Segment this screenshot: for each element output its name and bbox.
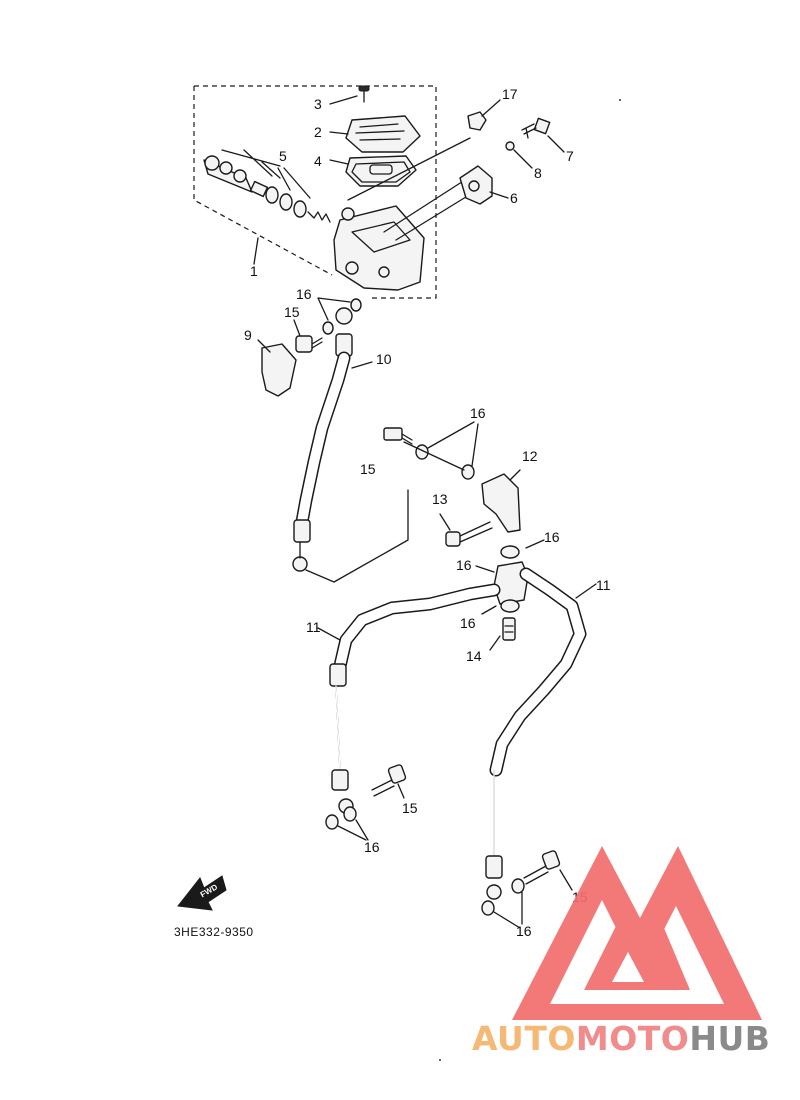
callout-16-left-caliper: 16: [364, 839, 380, 855]
callout-16-joint-top: 16: [470, 405, 486, 421]
callout-16-tee-bottom: 16: [460, 615, 476, 631]
watermark-moto: MOTO: [576, 1019, 689, 1058]
brake-joint-assembly: [383, 421, 545, 651]
callout-15-upper: 15: [284, 304, 300, 320]
cap-bolt-part: [467, 111, 487, 131]
callout-15-joint: 15: [360, 461, 376, 477]
callout-16-tee-left: 16: [456, 557, 472, 573]
callout-12: 12: [522, 448, 538, 464]
callout-6: 6: [510, 190, 518, 206]
lower-brake-hoses: [317, 567, 597, 900]
callout-2: 2: [314, 124, 322, 140]
callout-9: 9: [244, 327, 252, 343]
callout-11-right: 11: [596, 577, 611, 593]
watermark-wordmark: AUTOMOTOHUB: [472, 1019, 770, 1058]
callout-13: 13: [432, 491, 448, 507]
callout-1: 1: [250, 263, 258, 279]
hose-guide-part: [261, 343, 297, 397]
left-caliper-fittings: [325, 764, 407, 841]
screw-part: [358, 85, 370, 103]
master-cylinder-assembly: [193, 85, 565, 299]
callout-17: 17: [502, 86, 518, 102]
callout-16-right-caliper: 16: [516, 923, 532, 939]
callout-3: 3: [314, 96, 322, 112]
reservoir-cap-part: [345, 115, 421, 153]
callout-4: 4: [314, 153, 322, 169]
callout-11-left: 11: [306, 619, 321, 635]
callout-10: 10: [376, 351, 392, 367]
svg-text:AUTOMOTOHUB: AUTOMOTOHUB: [472, 1019, 770, 1058]
callout-15-left-caliper: 15: [402, 800, 418, 816]
callout-14: 14: [466, 648, 482, 664]
callout-labels: 1 2 3 4 5 6 7 8 9 10 11 11 12 13 14 15 1…: [244, 86, 611, 939]
callout-8: 8: [534, 165, 542, 181]
forward-arrow-icon: FWD: [177, 875, 227, 911]
washer-part: [505, 141, 515, 151]
callout-16-tee-right: 16: [544, 529, 560, 545]
callout-7: 7: [566, 148, 574, 164]
callout-5: 5: [279, 148, 287, 164]
upper-brake-hose: [292, 297, 409, 583]
clamp-bolt-part: [521, 117, 551, 139]
callout-16-upper: 16: [296, 286, 312, 302]
piston-kit-part: [203, 155, 331, 223]
part-code: 3HE332-9350: [174, 925, 254, 939]
watermark-hub: HUB: [689, 1019, 770, 1058]
right-caliper-fittings: [481, 850, 573, 929]
watermark-auto: AUTO: [472, 1019, 576, 1058]
master-cylinder-body-part: [333, 177, 475, 291]
automotohub-logo-icon: [512, 846, 762, 1020]
